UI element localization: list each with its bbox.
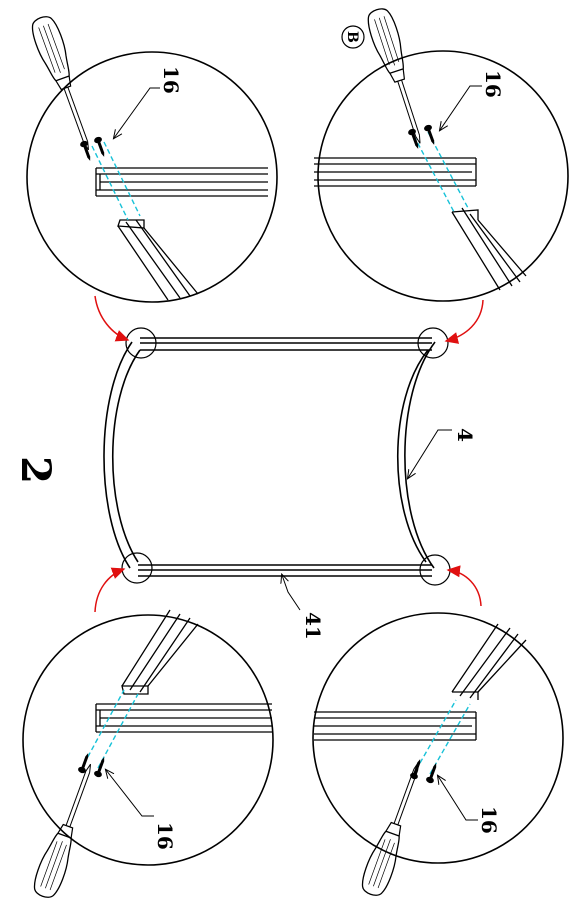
screw-label-top-left: 16 (159, 66, 183, 94)
screw-label-top-right: 16 (481, 70, 505, 98)
screw-label-bottom-left: 16 (153, 822, 177, 850)
corner-marker (121, 552, 153, 584)
tool-marker-text: B (344, 31, 360, 43)
corner-marker (125, 327, 157, 359)
detail-arrow (94, 567, 126, 613)
detail-arrow (94, 295, 130, 342)
part-label-4: 4 (408, 428, 477, 478)
part-label-41: 41 (282, 575, 325, 640)
part-label-4-text: 4 (453, 428, 477, 442)
screw-label-bottom-right: 16 (477, 806, 501, 834)
detail-bottom-right: 16 (312, 612, 564, 900)
detail-top-left: 16 (26, 12, 278, 303)
step-number: 2 (12, 456, 59, 484)
detail-top-right: 16 B (314, 5, 569, 302)
detail-bottom-left: 16 (22, 609, 274, 902)
detail-arrow (446, 565, 482, 607)
detail-arrow (444, 299, 484, 344)
part-label-41-text: 41 (301, 612, 325, 640)
main-frame (103, 327, 451, 586)
tool-marker-circle (341, 25, 365, 49)
